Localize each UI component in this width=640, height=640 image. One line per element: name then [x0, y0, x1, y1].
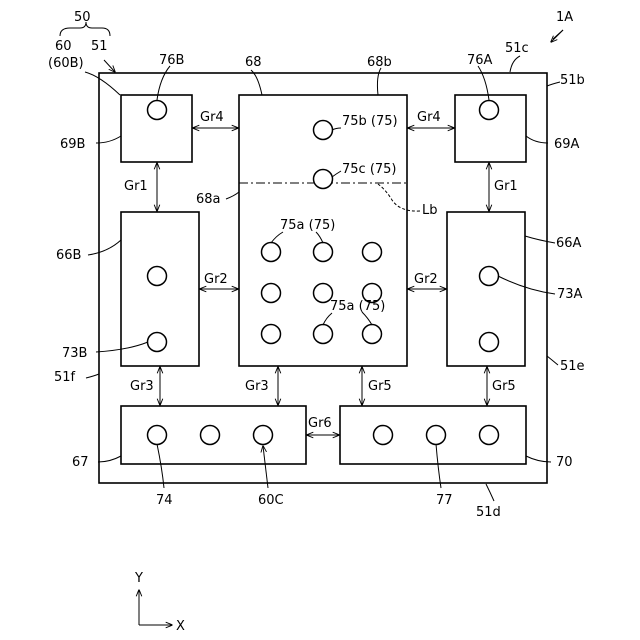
hole-75c [314, 170, 333, 189]
label-75b: 75b (75) [342, 114, 398, 129]
label-51d: 51d [476, 505, 501, 520]
label-74: 74 [156, 493, 173, 508]
label-60C: 60C [258, 493, 284, 508]
label-gr6: Gr6 [308, 416, 332, 431]
axis-x-label: X [176, 619, 185, 634]
label-60B: (60B) [48, 56, 84, 71]
leader-1A-arrow [551, 30, 563, 42]
label-51: 51 [91, 39, 108, 54]
label-gr5-right: Gr5 [492, 379, 516, 394]
label-51b: 51b [560, 73, 585, 88]
hole-67-mid [201, 426, 220, 445]
label-51e: 51e [560, 359, 585, 374]
hole-75b [314, 121, 333, 140]
label-76B: 76B [159, 53, 184, 68]
label-1A: 1A [556, 10, 573, 25]
hole-66A-lower [480, 333, 499, 352]
hole-75a [314, 243, 333, 262]
hole-70-right [480, 426, 499, 445]
label-gr4-left: Gr4 [200, 110, 224, 125]
hole-73B [148, 333, 167, 352]
hole-70-left [374, 426, 393, 445]
leader-51e [547, 356, 558, 365]
hole-76B [148, 101, 167, 120]
label-gr2-left: Gr2 [204, 272, 228, 287]
label-51c: 51c [505, 41, 529, 56]
label-gr1-left: Gr1 [124, 179, 148, 194]
label-66B: 66B [56, 248, 81, 263]
hole-75a [363, 243, 382, 262]
hole-75a [262, 243, 281, 262]
label-gr3-mid: Gr3 [245, 379, 269, 394]
hole-60C [254, 426, 273, 445]
label-68a: 68a [196, 192, 221, 207]
label-69A: 69A [554, 137, 580, 152]
label-76A: 76A [467, 53, 493, 68]
axis-indicator: Y X [134, 571, 185, 634]
leader-51f [86, 374, 99, 378]
label-68b: 68b [367, 55, 392, 70]
label-68: 68 [245, 55, 262, 70]
label-51f: 51f [54, 370, 76, 385]
hole-75a [363, 325, 382, 344]
leader-51-arrow [104, 60, 115, 72]
label-gr2-right: Gr2 [414, 272, 438, 287]
label-60: 60 [55, 39, 72, 54]
label-Lb: Lb [422, 203, 438, 218]
label-75c: 75c (75) [342, 162, 397, 177]
hole-66B-upper [148, 267, 167, 286]
leader-51c [510, 56, 520, 72]
hole-75a [262, 325, 281, 344]
label-gr5-mid: Gr5 [368, 379, 392, 394]
label-50: 50 [74, 10, 91, 25]
label-66A: 66A [556, 236, 582, 251]
axis-y-label: Y [134, 571, 143, 586]
label-73A: 73A [557, 287, 583, 302]
hole-75a [314, 325, 333, 344]
label-gr3-left: Gr3 [130, 379, 154, 394]
label-73B: 73B [62, 346, 87, 361]
leader-51d [486, 484, 494, 501]
label-gr4-right: Gr4 [417, 110, 441, 125]
leader-51b [547, 82, 560, 86]
label-77: 77 [436, 493, 453, 508]
hole-75a [262, 284, 281, 303]
hole-77 [427, 426, 446, 445]
label-75a-mid: 75a (75) [330, 299, 385, 314]
hole-76A [480, 101, 499, 120]
label-67: 67 [72, 455, 89, 470]
hole-73A [480, 267, 499, 286]
label-69B: 69B [60, 137, 85, 152]
hole-74 [148, 426, 167, 445]
label-70: 70 [556, 455, 573, 470]
label-75a-top: 75a (75) [280, 218, 335, 233]
label-gr1-right: Gr1 [494, 179, 518, 194]
